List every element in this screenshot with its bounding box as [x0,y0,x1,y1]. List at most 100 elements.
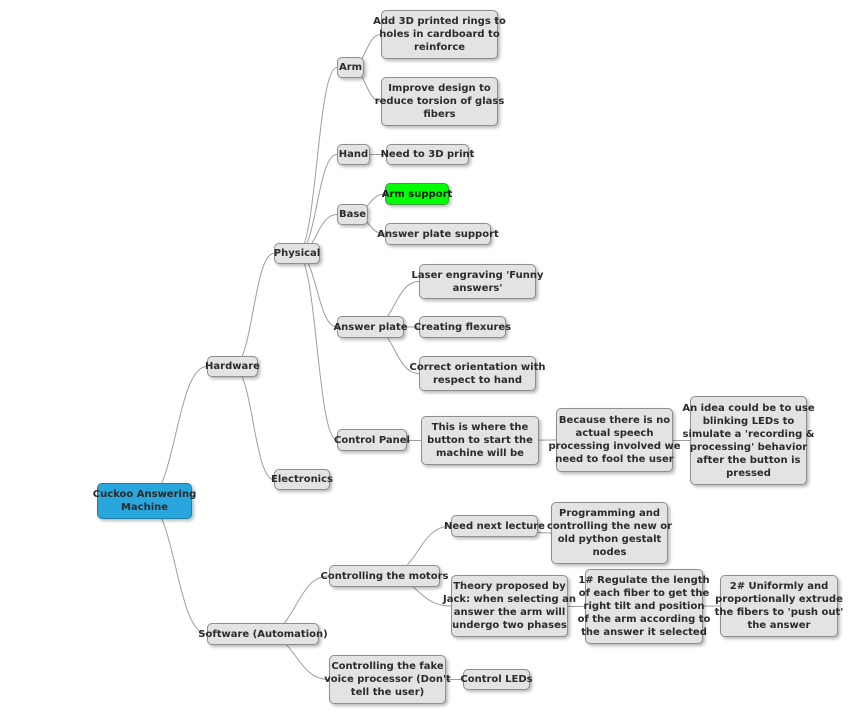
node-label-line: fibers [423,109,456,120]
node-arm[interactable]: Arm [337,57,364,78]
node-label-line: processing involved we [548,441,681,452]
node-hardware[interactable]: Hardware [205,356,260,377]
node-label-line: respect to hand [432,374,523,386]
node-label-line: after the button is [696,454,801,466]
node-label-line: Base [338,209,367,220]
node-hand-print[interactable]: Need to 3D print [381,144,474,165]
node-label-line: voice processor (Don't [324,674,451,685]
connector-hardware-to-electronics [232,366,275,480]
node-label-line: reduce torsion of glass [374,96,505,107]
node-label-line: Controlling the fake [331,661,444,672]
node-label-line: Jack: when selecting an [443,594,576,605]
node-motors[interactable]: Controlling the motors [321,565,448,587]
node-label-line: reinforce [413,42,466,53]
node-label-line: Answer plate support [377,228,499,240]
node-label-line: pressed [726,467,771,479]
node-label: Electronics [271,473,333,486]
node-label: Controlling the motors [321,570,449,583]
node-label-line: old python gestalt [557,534,662,545]
node-label-line: Arm support [381,188,453,200]
node-label: Hardware [205,360,260,373]
node-arm-support[interactable]: Arm support [382,183,452,205]
node-label-line: Improve design to [388,83,491,94]
node-flexures[interactable]: Creating flexures [414,316,511,338]
node-label: 1# Regulate the length of each fiber to g… [578,574,711,639]
node-physical[interactable]: Physical [274,243,320,264]
connector-root-to-hardware [144,366,208,502]
node-control-leds[interactable]: Control LEDs [460,669,533,690]
node-answer-plate[interactable]: Answer plate [333,316,408,338]
node-next-lecture[interactable]: Need next lecture [444,515,545,537]
node-label: Arm support [382,188,453,201]
node-label-line: holes in cardboard to [379,29,500,40]
node-label-line: Control LEDs [460,674,533,685]
node-label-line: need to fool the user [555,454,674,465]
node-label-line: Answer plate [333,321,408,333]
connector-physical-to-control-panel [296,253,338,441]
node-label: Hand [339,148,368,161]
node-label-line: Machine [120,502,169,513]
node-label: Control LEDs [460,673,532,686]
node-control-panel[interactable]: Control Panel [334,429,410,451]
node-label-line: An idea could be to use [682,402,815,414]
node-base[interactable]: Base [337,204,368,225]
node-label-line: Cuckoo Answering [92,489,197,500]
node-label-line: Correct orientation with [409,361,546,373]
node-label-line: processing' behavior [689,441,808,453]
node-speech[interactable]: Because there is no actual speech processi… [548,408,681,472]
node-label-line: 2# Uniformly and [729,581,829,592]
node-label-line: Because there is no [558,415,671,426]
node-phase1[interactable]: 1# Regulate the length of each fiber to g… [578,569,710,644]
node-arm-torsion[interactable]: Improve design to reduce torsion of glass… [375,77,504,126]
node-label-line: actual speech [575,428,654,439]
node-label: Need to 3D print [381,148,475,161]
node-label: Controlling the fake voice processor (Don… [324,660,451,699]
connector-hardware-to-physical [232,253,275,367]
node-software[interactable]: Software (Automation) [198,623,328,645]
node-label-line: simulate a 'recording & [682,428,815,440]
node-label-line: button to start the [427,435,533,446]
node-label-line: 1# Regulate the length [578,575,710,586]
node-label-line: Hardware [205,361,260,372]
node-label-line: Need next lecture [444,520,545,532]
node-label-line: Hand [338,149,369,160]
node-label-line: Programming and [558,508,661,519]
node-label: Physical [274,247,320,260]
node-label: Need next lecture [444,520,545,533]
node-label-line: the fibers to 'push out' [714,607,844,618]
node-answer-plate-support[interactable]: Answer plate support [377,223,499,245]
node-label-line: machine will be [436,448,524,459]
node-label-line: Physical [273,248,321,259]
node-label-line: the answer it selected [581,627,707,638]
node-label: Control Panel [334,434,410,447]
node-hand[interactable]: Hand [337,144,370,165]
node-label-line: Electronics [271,474,333,485]
node-label-line: of each fiber to get the [578,588,710,599]
node-label-line: Control Panel [334,434,410,446]
node-label-line: nodes [592,547,627,558]
node-electronics[interactable]: Electronics [271,469,333,490]
node-label-line: Theory proposed by [453,581,566,592]
connector-physical-to-arm [296,67,338,254]
node-label-line: Controlling the motors [320,570,449,582]
node-voice[interactable]: Controlling the fake voice processor (Don… [324,655,451,704]
connector-root-to-software [144,500,208,635]
node-label: Improve design to reduce torsion of glass… [375,82,505,121]
node-theory[interactable]: Theory proposed by Jack: when selecting a… [443,575,576,637]
node-label-line: Need to 3D print [380,149,475,160]
